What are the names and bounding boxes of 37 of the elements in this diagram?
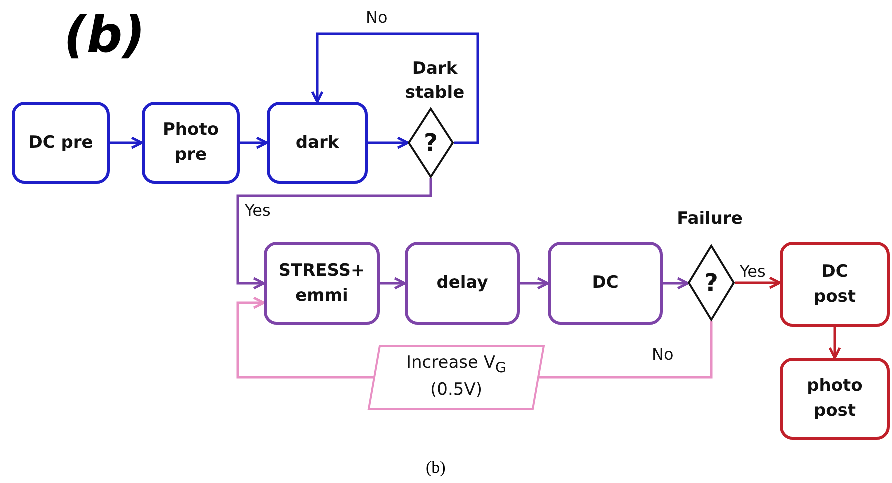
arrow bbox=[380, 277, 406, 290]
decision-diamond bbox=[688, 245, 735, 321]
question-mark: ? bbox=[704, 269, 718, 297]
arrow bbox=[663, 277, 690, 290]
decision-label: Dark stable bbox=[404, 58, 466, 105]
arrow bbox=[368, 136, 410, 150]
process-box bbox=[142, 102, 240, 184]
node-text: DC pre bbox=[28, 132, 94, 155]
node-text: delay bbox=[436, 272, 490, 296]
process-box bbox=[267, 102, 368, 184]
node-text: STRESS+ emmi bbox=[278, 260, 366, 308]
question-mark: ? bbox=[424, 129, 438, 157]
node-text: photo post bbox=[806, 375, 864, 423]
arrow bbox=[311, 32, 480, 144]
arrow bbox=[236, 178, 432, 290]
node-text: Photo pre bbox=[162, 119, 220, 167]
input-parallelogram bbox=[368, 345, 545, 410]
diagram-title: (b) bbox=[64, 10, 146, 60]
process-box bbox=[780, 358, 890, 440]
arrow bbox=[520, 277, 550, 290]
process-box bbox=[548, 242, 663, 325]
decision-label: Failure bbox=[676, 208, 744, 231]
node-text: DC bbox=[591, 272, 620, 296]
arrow bbox=[735, 276, 782, 290]
process-box bbox=[780, 242, 890, 327]
arrow bbox=[828, 327, 842, 360]
node-text: Increase V$_{G}$ (0.5V) bbox=[406, 352, 508, 402]
decision-diamond bbox=[408, 108, 454, 178]
node-text: DC post bbox=[812, 260, 858, 308]
arrow bbox=[236, 296, 374, 379]
caption: (b) bbox=[426, 458, 446, 478]
process-box bbox=[405, 242, 520, 325]
process-box bbox=[12, 102, 110, 184]
arrow bbox=[240, 136, 268, 150]
node-text: dark bbox=[294, 132, 340, 155]
arrow bbox=[110, 136, 144, 150]
process-box bbox=[264, 242, 380, 325]
